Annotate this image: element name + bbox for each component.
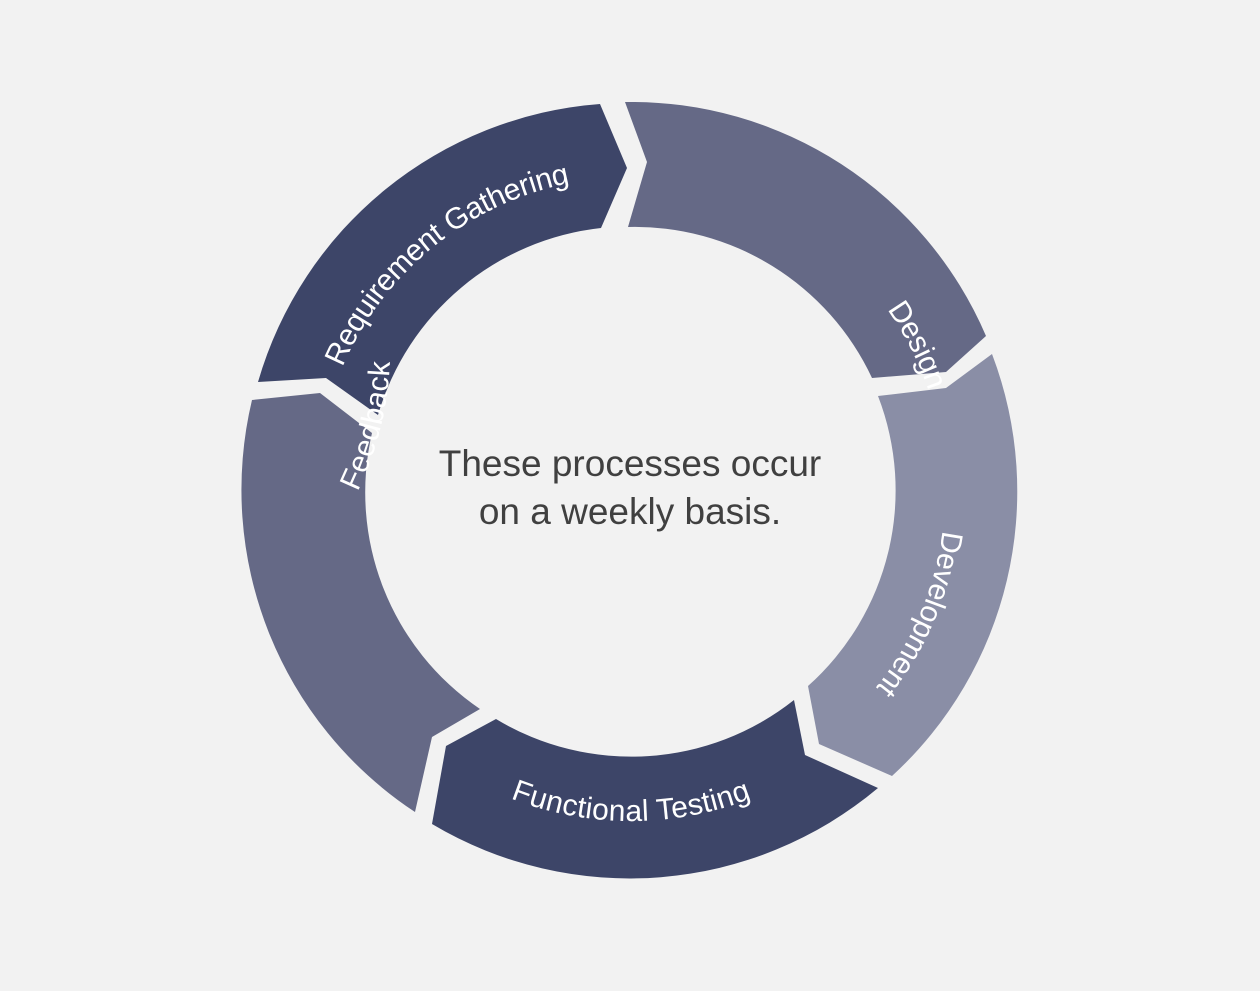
center-caption-line-2: on a weekly basis. [478,491,782,532]
segment-shape-functional-testing [432,700,878,879]
segment-feedback: Feedback [241,359,480,812]
segment-shape-requirement-gathering [258,104,627,415]
segment-development: Development [808,354,1018,776]
center-caption: These processes occur on a weekly basis. [380,440,880,536]
segment-functional-testing: Functional Testing [432,700,878,879]
center-caption-line-1: These processes occur [438,443,822,484]
segment-requirement-gathering: Requirement Gathering [258,104,627,415]
segment-design: Design [625,101,986,393]
segment-shape-feedback [241,393,480,812]
segment-shape-design [625,101,986,378]
segment-shape-development [808,354,1018,776]
